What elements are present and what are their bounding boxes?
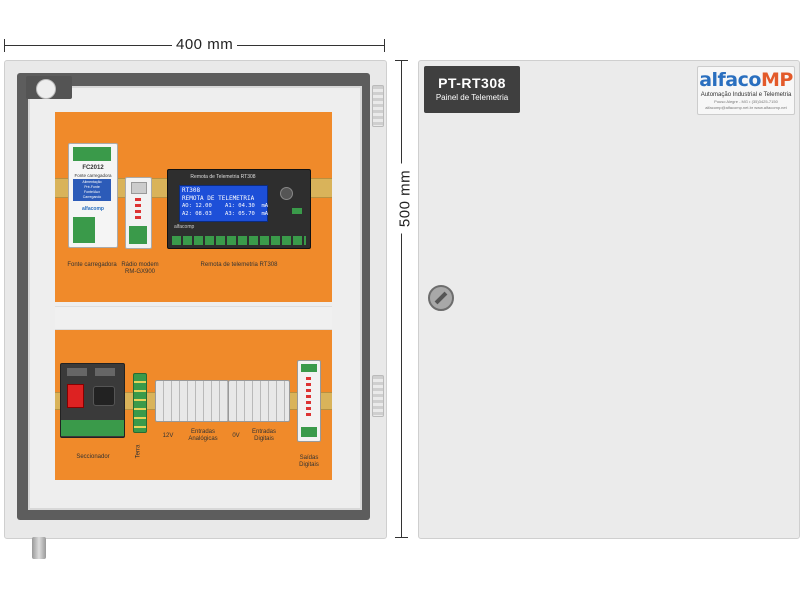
width-dimension-label: 400 mm: [172, 36, 238, 53]
height-tick-bottom: [395, 537, 408, 538]
upper-hinge-icon: [372, 85, 384, 127]
relay-leds-icon: [306, 377, 311, 417]
power-supply-module[interactable]: FC2012 Fonte carregadora Alimentação Pré…: [68, 143, 118, 248]
alfacomp-logo: alfacoMP Automação Industrial e Telemetr…: [697, 66, 795, 115]
ground-terminal-module[interactable]: [133, 373, 147, 433]
v0-caption: 0V: [232, 433, 240, 439]
radio-modem-module[interactable]: [125, 177, 152, 249]
terra-caption: Terra: [135, 444, 142, 459]
logo-wordmark: alfacoMP: [698, 69, 794, 91]
rtu-knob-icon[interactable]: [280, 187, 293, 200]
height-tick-top: [395, 60, 408, 61]
rtu-lcd-line1: RT308: [182, 187, 201, 194]
width-tick-left: [4, 39, 5, 52]
rtu-lcd-line2: REMOTA DE TELEMETRIA: [182, 195, 255, 202]
psu-status-4: Carregando: [82, 195, 102, 199]
analog-inputs-caption: Entradas Analógicas: [188, 429, 218, 442]
terminal-block-icon: [73, 147, 111, 161]
digital-outputs-module[interactable]: [297, 360, 321, 442]
logo-brand-b: MP: [760, 69, 793, 91]
lock-icon[interactable]: [36, 79, 56, 99]
v12-caption: 12V: [162, 433, 174, 439]
led-indicators-icon: [135, 198, 141, 220]
logo-brand-a: alfaco: [699, 69, 761, 91]
psu-name: Fonte carregadora: [74, 173, 112, 178]
door-latch-screw-icon[interactable]: [428, 285, 454, 311]
terminal-block-icon: [129, 226, 147, 244]
logo-tagline: Automação Industrial e Telemetria: [700, 92, 792, 98]
wiring-duct: [55, 306, 332, 330]
cable-gland-icon: [32, 537, 46, 559]
rtu-lcd-line4: A2: 08.03 A3: 05.70 mA: [182, 211, 269, 217]
width-tick-right: [384, 39, 385, 52]
terminal-block-icon: [73, 217, 95, 243]
rtu-module[interactable]: Remota de Telemetria RT308 RT308 REMOTA …: [167, 169, 311, 249]
psu-brand: alfacomp: [82, 206, 104, 212]
rtu-lcd: [179, 185, 268, 222]
rtu-brand: alfacomp: [174, 224, 195, 230]
height-dimension-line: [401, 60, 402, 537]
disconnect-switch-module[interactable]: [60, 363, 125, 438]
rtu-header: Remota de Telemetria RT308: [190, 174, 256, 180]
psu-status-panel: [73, 179, 111, 201]
digital-inputs-caption: Entradas Digitais: [251, 429, 276, 442]
radio-caption: Rádio modem RM-GX900: [121, 262, 159, 275]
psu-caption: Fonte carregadora: [67, 262, 117, 268]
psu-status-2: Pré-Fonte: [84, 185, 100, 189]
logo-contact-2: alfacomp@alfacomp.net.br www.alfacomp.ne…: [705, 105, 787, 110]
terminal-block-icon: [301, 427, 317, 437]
rtu-terminals-icon: [172, 236, 306, 245]
psu-model: FC2012: [82, 165, 104, 171]
closed-door: [418, 60, 800, 539]
logo-contact-1: Pouso Alegre - MG • (35)3425-7150: [714, 99, 778, 104]
antenna-connector-icon: [131, 182, 147, 194]
panel-tag-title: PT-RT308: [438, 75, 506, 91]
rtu-lcd-line3: AO: 12.00 A1: 04.30 mA: [182, 203, 269, 209]
switch-slot-icon: [67, 368, 87, 376]
psu-status-1: Alimentação: [82, 180, 102, 184]
terminal-block-digital[interactable]: [228, 380, 290, 422]
fuse-holder-icon[interactable]: [93, 386, 115, 406]
terminal-block-12v[interactable]: [155, 380, 229, 422]
digital-outputs-caption: Saídas Digitais: [299, 455, 319, 468]
panel-tag: PT-RT308 Painel de Telemetria: [424, 66, 520, 113]
seccionador-caption: Seccionador: [76, 454, 110, 460]
terminal-block-icon: [301, 364, 317, 372]
terminal-block-icon: [61, 420, 124, 436]
lower-hinge-icon: [372, 375, 384, 417]
panel-tag-subtitle: Painel de Telemetria: [435, 93, 509, 102]
height-dimension-label: 500 mm: [396, 163, 414, 234]
psu-status-3: Fonte/Aux: [84, 190, 100, 194]
power-switch-icon[interactable]: [67, 384, 84, 408]
switch-slot-icon: [95, 368, 115, 376]
rtu-status-led-icon: [292, 208, 302, 214]
rtu-caption: Remota de telemetria RT308: [200, 262, 278, 268]
